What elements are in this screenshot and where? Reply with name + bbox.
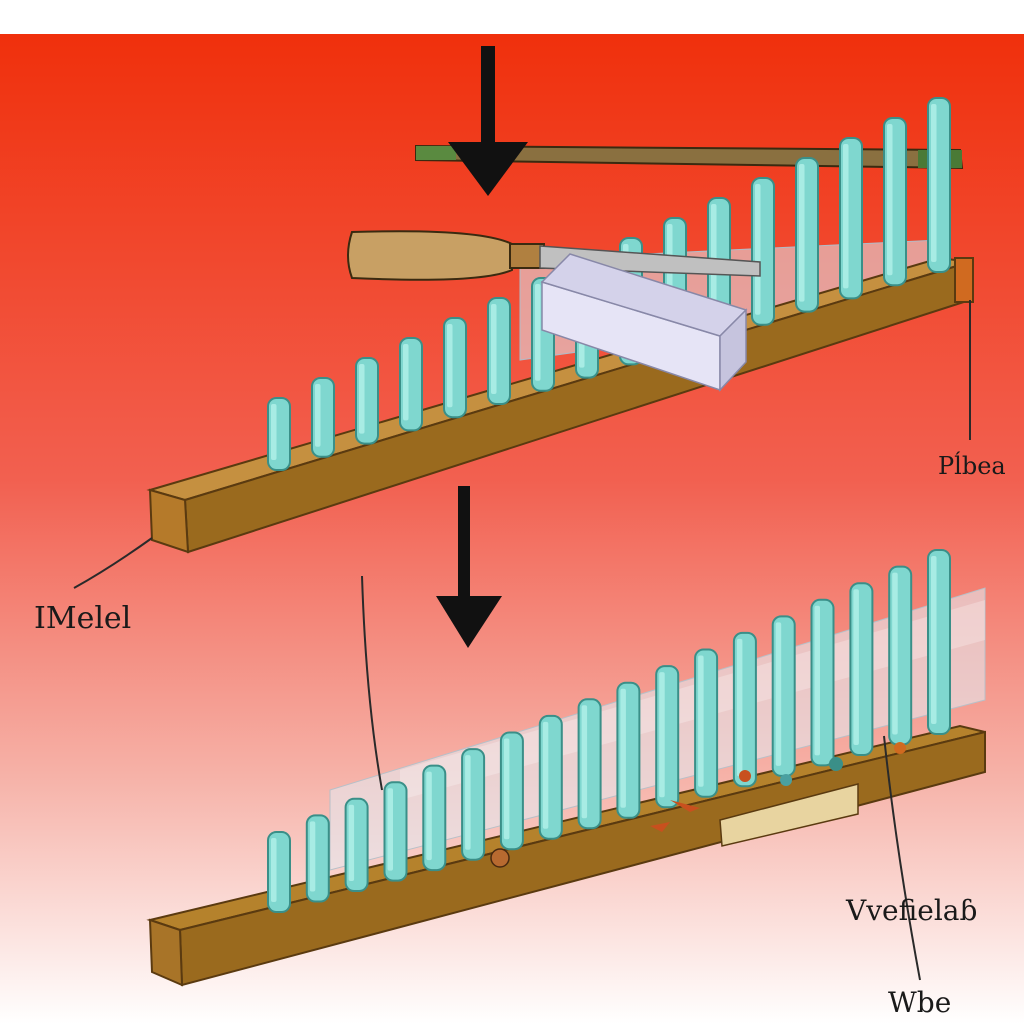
upper-pillar-highlight-14 (843, 144, 849, 289)
lower-pillar-highlight-1 (271, 838, 277, 902)
upper-pillar-highlight-2 (315, 384, 321, 447)
upper-pillar-group (267, 97, 951, 471)
lower-pillar-highlight-12 (698, 655, 704, 787)
upper-pillar-highlight-6 (491, 304, 497, 394)
arrow-middle (436, 486, 502, 648)
upper-pillar-highlight-3 (359, 364, 365, 434)
white-block (540, 253, 748, 392)
arrow-top (448, 46, 528, 196)
lower-pillar-highlight-2 (309, 821, 316, 892)
lower-pillar-group (267, 549, 951, 913)
leader-line-lower-right (883, 735, 921, 981)
lower-pillar-highlight-8 (542, 721, 549, 829)
label-right-top: Pĺbea (938, 451, 1006, 480)
upper-pillar-highlight-15 (887, 124, 893, 276)
lower-pillar-highlight-11 (659, 672, 665, 798)
lower-pillar-highlight-10 (620, 688, 626, 808)
lower-pillar-highlight-7 (503, 738, 510, 840)
label-right-bottom-2: Wbe (888, 986, 951, 1019)
lower-stage (146, 549, 986, 987)
label-left: IMelel (34, 601, 131, 636)
lower-pillar-highlight-16 (853, 589, 859, 745)
lower-pillar-highlight-9 (581, 705, 588, 819)
upper-pillar-highlight-12 (755, 184, 761, 315)
upper-stage (146, 97, 974, 554)
lower-pillar-highlight-18 (931, 556, 937, 724)
upper-pillar-highlight-13 (799, 164, 805, 302)
lower-pillar-highlight-3 (348, 804, 355, 881)
lower-pillar-highlight-6 (465, 755, 471, 850)
lower-pillar-highlight-14 (775, 622, 782, 766)
leader-line-lower-left (361, 575, 383, 791)
lower-pillar-highlight-15 (814, 605, 820, 756)
lower-pillar-highlight-4 (387, 788, 393, 871)
background-top-strip (0, 0, 1024, 34)
label-right-bottom-1: Vvefielaɓ (845, 894, 977, 927)
upper-pillar-highlight-5 (447, 324, 453, 408)
lower-pillar-highlight-13 (736, 638, 743, 777)
leader-line-left (73, 537, 153, 589)
upper-pillar-highlight-16 (931, 104, 937, 262)
lower-pillar-highlight-5 (426, 771, 432, 861)
debris-cluster (490, 742, 906, 868)
upper-pillar-highlight-4 (403, 344, 409, 421)
upper-pillar-highlight-7 (535, 284, 541, 381)
upper-pillar-highlight-1 (271, 404, 277, 460)
lower-pillar-highlight-17 (892, 572, 898, 735)
